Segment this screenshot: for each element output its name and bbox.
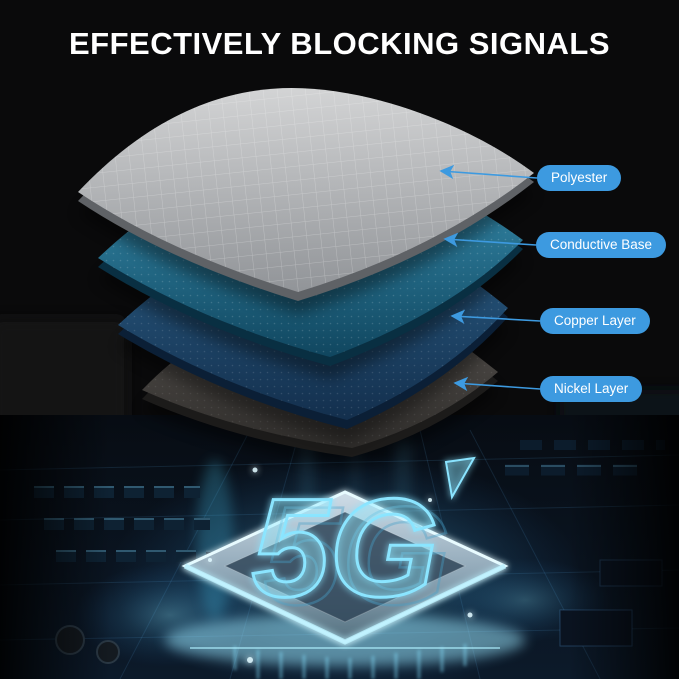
hologram-5g-text: 5G xyxy=(252,469,439,626)
chip-inner xyxy=(223,511,467,623)
layer-polyester xyxy=(78,88,534,314)
leader-lines xyxy=(439,164,541,392)
leader-line-copper xyxy=(450,309,541,324)
leader-line-nickel xyxy=(453,376,541,392)
label-pill-nickel-layer: Nickel Layer xyxy=(540,376,643,402)
leader-line-conductive xyxy=(443,232,537,248)
vignette-left xyxy=(0,415,110,679)
leader-line-polyester xyxy=(439,164,538,180)
label-pill-copper-layer: Copper Layer xyxy=(540,308,650,334)
label-pill-conductive-base: Conductive Base xyxy=(536,232,667,258)
hologram-5g-echo: 5G xyxy=(264,477,451,634)
label-pill-polyester: Polyester xyxy=(537,165,622,191)
sparkles xyxy=(208,467,473,663)
chip-glowing-rim xyxy=(183,563,507,645)
machinery-silhouette-left xyxy=(0,318,128,446)
chip-pins xyxy=(233,644,467,679)
page-title: EFFECTIVELY BLOCKING SIGNALS xyxy=(68,26,611,61)
vignette-right xyxy=(569,415,679,679)
signal-triangle-icon xyxy=(444,456,476,500)
